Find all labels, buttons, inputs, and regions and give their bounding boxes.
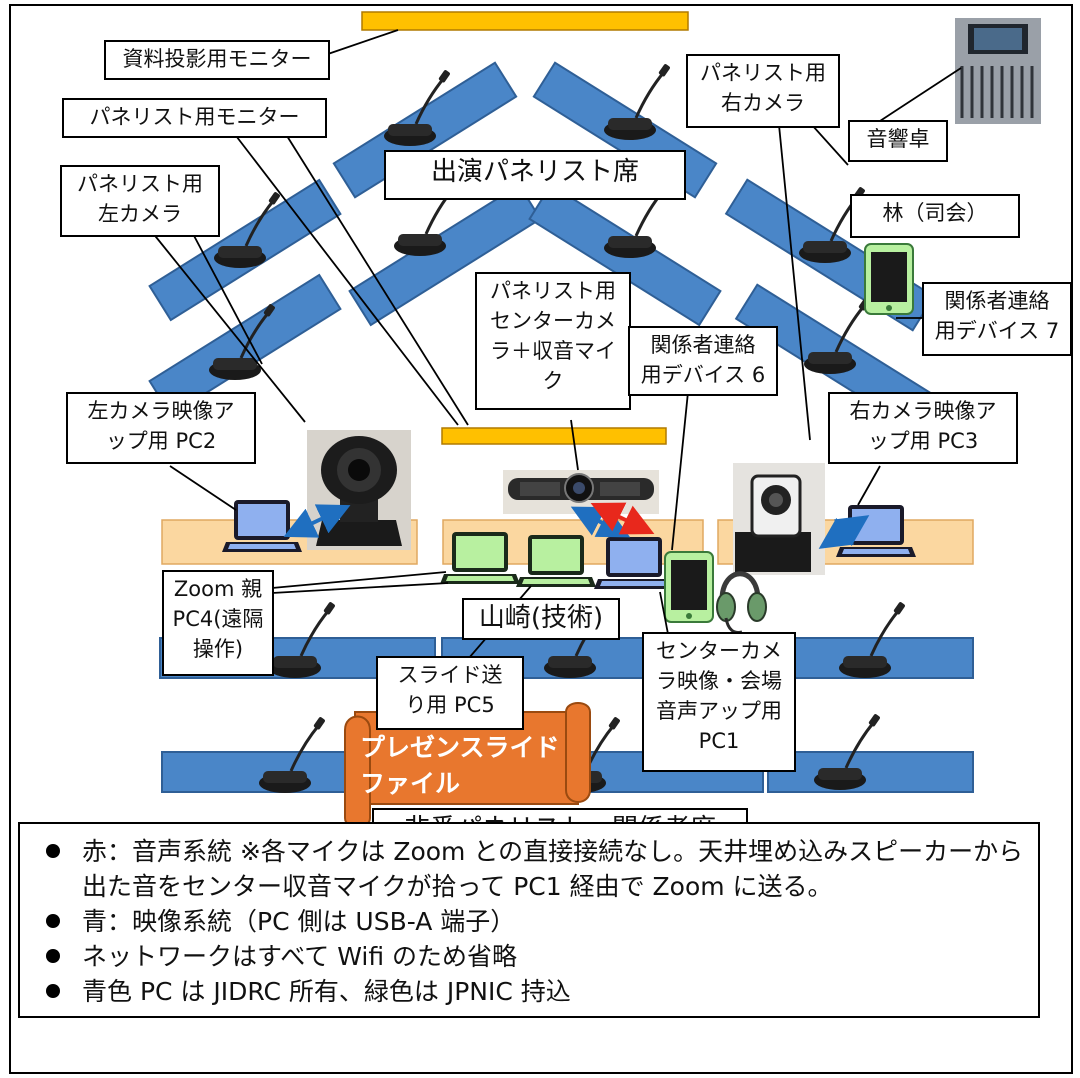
bullet-icon	[46, 949, 60, 963]
laptop-pc1-icon	[594, 537, 674, 589]
doc-monitor-label: 資料投影用モニター	[104, 40, 330, 80]
tech-label: 山崎(技術)	[462, 598, 620, 640]
legend-item-video: 青：映像系統（PC 側は USB-A 端子）	[20, 904, 1038, 939]
laptop-pc5-icon	[516, 535, 596, 587]
tablet-device6-icon	[664, 551, 714, 623]
right-camera-image	[733, 463, 825, 575]
legend-text: 赤：音声系統 ※各マイクは Zoom との直接接続なし。天井埋め込みスピーカーか…	[82, 837, 1024, 901]
presentation-file-scroll	[344, 702, 591, 828]
right-pc3-label: 右カメラ映像ア ップ用 PC3	[828, 392, 1018, 464]
tablet-device7-icon	[864, 243, 914, 315]
legend-text: 青色 PC は JIDRC 所有、緑色は JPNIC 持込	[82, 977, 571, 1006]
mc-label: 林（司会）	[850, 194, 1020, 238]
center-camera-label: パネリスト用 センターカメ ラ＋収音マイ ク	[475, 272, 631, 410]
sound-desk-label: 音響卓	[848, 120, 948, 162]
callout-lines	[151, 29, 962, 681]
slide-pc5-label: スライド送 り用 PC5	[376, 656, 524, 730]
audio-signal-arrow	[590, 502, 655, 535]
laptop-pc4-icon	[440, 532, 520, 584]
bullet-icon	[46, 844, 60, 858]
device6-label: 関係者連絡 用デバイス 6	[628, 326, 778, 396]
bullet-icon	[46, 914, 60, 928]
center-pc1-label: センターカメ ラ映像・会場 音声アップ用 PC1	[642, 632, 796, 772]
left-pc2-label: 左カメラ映像ア ップ用 PC2	[66, 392, 256, 464]
legend-text: 青：映像系統（PC 側は USB-A 端子）	[82, 907, 516, 936]
left-camera-label: パネリスト用 左カメラ	[60, 165, 220, 237]
device7-label: 関係者連絡 用デバイス 7	[922, 282, 1072, 356]
legend-box: 赤：音声系統 ※各マイクは Zoom との直接接続なし。天井埋め込みスピーカーか…	[18, 822, 1040, 1018]
row2-right	[767, 751, 974, 793]
legend-text: ネットワークはすべて Wifi のため省略	[82, 942, 518, 971]
panelist-monitor-label: パネリスト用モニター	[62, 98, 327, 138]
zoom-pc4-label: Zoom 親 PC4(遠隔 操作)	[162, 570, 274, 676]
sound-desk-image	[955, 18, 1041, 124]
legend-item-pc-colors: 青色 PC は JIDRC 所有、緑色は JPNIC 持込	[20, 974, 1038, 1009]
legend-item-network: ネットワークはすべて Wifi のため省略	[20, 939, 1038, 974]
outer-frame	[9, 4, 1073, 1074]
presentation-file-label: プレゼンスライド ファイル	[360, 733, 560, 798]
panelist-monitor-bar	[441, 427, 667, 445]
doc-monitor-bar	[361, 11, 689, 31]
right-camera-label: パネリスト用 右カメラ	[686, 54, 840, 128]
center-camera-image	[503, 470, 659, 514]
bullet-icon	[46, 984, 60, 998]
panelist-seats-label: 出演パネリスト席	[384, 150, 686, 200]
headset-icon	[716, 571, 767, 634]
legend-item-audio: 赤：音声系統 ※各マイクは Zoom との直接接続なし。天井埋め込みスピーカーか…	[20, 834, 1038, 904]
left-camera-image	[307, 430, 411, 550]
